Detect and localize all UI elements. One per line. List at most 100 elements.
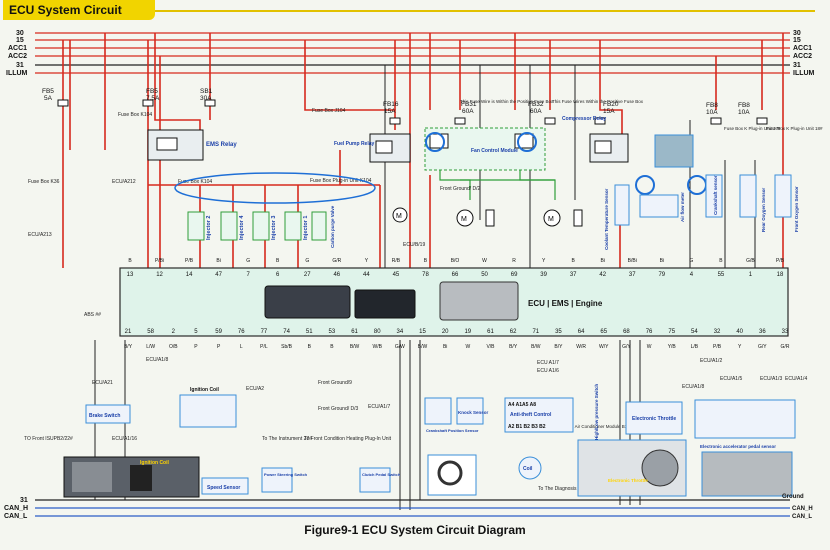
ignition-coil: Ignition Coil [179, 387, 237, 428]
ecu-pin-number: 74 [283, 329, 290, 335]
note-fuse-box-k36: Fuse Box K36 [28, 179, 60, 185]
connector-ecu-a17b: ECU A1/7 [537, 360, 559, 366]
rail-label-left: CAN_H [4, 505, 28, 512]
injector: Injector 1 [284, 211, 309, 241]
rail-label-left: 30 [16, 30, 24, 37]
ecu-pin-number: 34 [397, 329, 404, 335]
ecu-pin-number: 19 [464, 329, 471, 335]
ems-relay-label: EMS Relay [206, 142, 237, 148]
injector: Injector 4 [220, 211, 245, 241]
ecu-pin-number: 20 [442, 329, 449, 335]
wire-color-code: W/R [576, 344, 586, 350]
connector-ecu-a114: ECU/A1/4 [785, 376, 807, 382]
knock-sensor: Knock Sensor [456, 397, 489, 425]
motor-symbol: M [396, 213, 402, 220]
ecu-pin-number: 47 [215, 272, 222, 278]
note-fuse-box-b: This Fuse Wires Within the Positive Fuse… [552, 99, 644, 104]
hi-lo-pressure: High/Low pressure Switch [594, 383, 599, 440]
fuse-name: FB8 [706, 102, 718, 109]
wire-color-code: L [240, 344, 243, 350]
wire-color-code: B/O [451, 258, 460, 264]
fuse-name: FB32 [528, 101, 544, 108]
figure-caption: Figure9-1 ECU System Circuit Diagram [304, 523, 526, 537]
bottom-rail-labels: 31 CAN_H CAN_L Ground CAN_H CAN_L [4, 494, 813, 520]
ecu-pin-number: 44 [363, 272, 370, 278]
note-front-ground-9: Front Ground/9 [318, 380, 352, 386]
wire-color-code: Bi [216, 258, 220, 264]
ecu-pin-number: 62 [510, 329, 517, 335]
ecu-pin-number: 4 [690, 272, 694, 278]
fan-wires [439, 165, 556, 200]
injectors: Injector 2 Injector 4 Injector 3 Injecto… [187, 205, 335, 248]
ecu-pin-number: 79 [658, 272, 665, 278]
connector-ecu-a18b: ECU/A1/8 [682, 384, 704, 390]
ecu-pin-number: 18 [777, 272, 784, 278]
fuse-name: FB20 [603, 101, 619, 108]
ecu-pin-number: 2 [172, 329, 176, 335]
rail-label-left: ACC1 [8, 45, 27, 52]
wire-color-code: B/Y [509, 344, 518, 350]
crankshaft-sensor: Crankshaft sensor [705, 174, 723, 218]
fuse-name: FB31 [461, 101, 477, 108]
ecu-pin-number: 14 [186, 272, 193, 278]
fuse-rating: 5A [44, 95, 53, 102]
fuse-name: FB5 [146, 88, 158, 95]
electronic-throttle-label: Electronic Throttle [632, 416, 676, 422]
ecu-pin-number: 13 [127, 272, 134, 278]
rail-label-left: ILLUM [6, 70, 28, 77]
rail-label-right: ACC2 [793, 53, 812, 60]
wire-color-code: Bi [660, 258, 664, 264]
ecu-pin-number: 27 [304, 272, 311, 278]
rail-label-right: ILLUM [793, 70, 815, 77]
wire-color-code: V/B [486, 344, 495, 350]
wire-color-code: P/B [185, 258, 194, 264]
wire-color-code: Y [542, 258, 546, 264]
ecu-pin-number: 15 [419, 329, 426, 335]
rail-label-right: 30 [793, 30, 801, 37]
note-front-ground-10: Front Ground/ D/3 [318, 406, 359, 412]
fuel-pump-motor: M [392, 207, 408, 223]
note-ecu-a212: ECU/A212 [112, 179, 136, 185]
compressor-relay: Compressor Relay [562, 116, 629, 163]
connector-ecu-a21: ECU/A21 [92, 380, 113, 386]
connector-tags: ECU/A21 ECU/A1/16 ECU/A2 ECU/A1/7 ECU/A1… [84, 312, 807, 442]
wire-color-code: R/B [392, 258, 401, 264]
wire-color-code: W [647, 344, 652, 350]
coil-label: Coil [523, 466, 533, 472]
coolant-sensor-label: Coolant Temperature Sensor [604, 188, 609, 250]
wire-color-code: W [482, 258, 487, 264]
wire-color-code: B/Bi [628, 258, 637, 264]
wire-color-code: G [246, 258, 250, 264]
top-rail-labels: 30 15 ACC1 ACC2 31 ILLUM 30 15 ACC1 ACC2… [6, 30, 815, 77]
ecu-pin-number: 35 [555, 329, 562, 335]
ecu-pin-number: 54 [691, 329, 698, 335]
note-to-front: TO Front ISUPB2/22# [24, 436, 73, 442]
ecu-pin-number: 61 [487, 329, 494, 335]
rail-label-right: Ground [782, 494, 804, 500]
air-flow-meter: Air flow meter [639, 134, 694, 222]
wire-color-code: O/B [169, 344, 178, 350]
connector-ecu-a2: ECU/A2 [246, 386, 264, 392]
note-to-front-heating: To Front Condition Heating Plug-In Unit [304, 436, 392, 442]
fuse-name: FB16 [383, 101, 399, 108]
ecu-block: ECU | EMS | Engine [119, 267, 789, 337]
wire-color-code: G [689, 258, 693, 264]
wire-color-code: R [512, 258, 516, 264]
wire-color-code: Bi [601, 258, 605, 264]
header-title-tab: ECU System Circuit [3, 0, 155, 20]
fuel-pump-relay-label: Fuel Pump Relay [334, 141, 375, 147]
bottom-rails [35, 499, 790, 517]
motor-symbol: M [461, 216, 467, 223]
injector-label: Injector 4 [239, 215, 245, 240]
ecu-pin-number: 42 [599, 272, 606, 278]
wire-color-code: P/Bi [155, 258, 164, 264]
electronic-throttle: Electronic Throttle [625, 401, 683, 435]
ecu-pin-number: 76 [646, 329, 653, 335]
ecu-pin-number: 32 [714, 329, 721, 335]
connector-ecu-a16b: ECU A1/6 [537, 368, 559, 374]
injector-highlight [174, 172, 376, 204]
ecu-pin-number: 65 [600, 329, 607, 335]
carbon-purge-label: Carbon purge Valve [330, 205, 335, 248]
